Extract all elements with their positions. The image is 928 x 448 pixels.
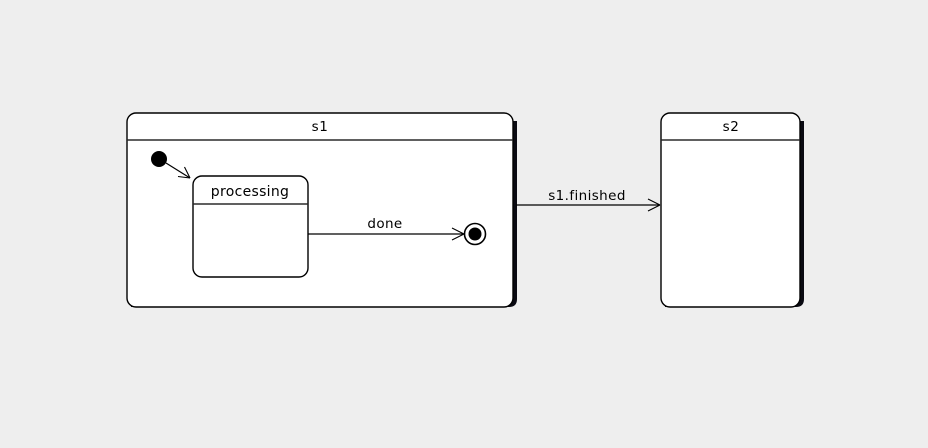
transition-initial-to-processing[interactable] <box>165 162 191 179</box>
state-s2-body[interactable] <box>660 112 801 308</box>
transition-s1-finished-arrowhead <box>647 198 661 212</box>
state-s1[interactable]: s1 <box>126 112 517 308</box>
state-s1-body[interactable] <box>126 112 514 308</box>
final-state-inner-dot <box>468 227 482 241</box>
state-s2-label: s2 <box>723 119 740 135</box>
transition-initial-to-processing-arrowhead <box>177 166 191 179</box>
state-processing[interactable]: processing <box>192 175 309 278</box>
state-s1-label: s1 <box>312 119 329 135</box>
initial-state-icon[interactable] <box>151 151 167 167</box>
transition-done-label: done <box>367 216 402 232</box>
state-processing-label: processing <box>211 184 289 200</box>
transition-s1-to-s2[interactable]: s1.finished <box>516 188 661 212</box>
transition-s1-finished-label: s1.finished <box>548 188 626 204</box>
transition-done-arrowhead <box>451 227 465 241</box>
transition-processing-to-final[interactable]: done <box>308 216 465 241</box>
state-s2[interactable]: s2 <box>660 112 804 308</box>
transition-initial-to-processing-line <box>165 162 191 179</box>
state-processing-body[interactable] <box>192 175 309 278</box>
final-state-icon[interactable] <box>463 222 487 246</box>
